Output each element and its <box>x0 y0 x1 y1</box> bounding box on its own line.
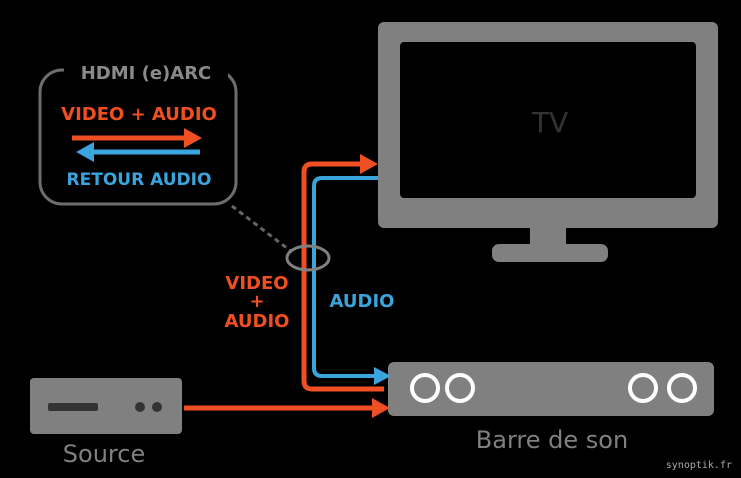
soundbar-icon <box>388 362 714 416</box>
cable-forward-label-line1: VIDEO <box>225 273 288 294</box>
legend-connector-line <box>231 204 293 254</box>
cable-forward-label-line2: + <box>249 291 264 312</box>
tv-icon <box>378 22 718 262</box>
source-device-icon <box>30 378 182 434</box>
soundbar-label: Barre de son <box>476 426 628 454</box>
return-arrow-icon <box>76 142 200 162</box>
hdmi-return-cable <box>312 176 391 385</box>
forward-arrow-icon <box>72 128 202 148</box>
legend-return-label: RETOUR AUDIO <box>67 170 212 190</box>
credit-text: synoptik.fr <box>666 460 732 471</box>
cable-forward-label: VIDEO + AUDIO <box>225 273 290 332</box>
tv-label: TV <box>531 106 568 139</box>
cable-ring <box>285 244 331 272</box>
source-to-soundbar-arrow <box>184 398 390 418</box>
legend-forward-label: VIDEO + AUDIO <box>61 104 217 125</box>
hdmi-forward-cable <box>301 154 384 392</box>
legend-title: HDMI (e)ARC <box>81 63 212 84</box>
cable-return-label: AUDIO <box>330 291 395 312</box>
cable-forward-label-line3: AUDIO <box>225 311 290 332</box>
source-label: Source <box>63 440 145 468</box>
legend-box: HDMI (e)ARC VIDEO + AUDIO RETOUR AUDIO <box>38 58 238 206</box>
